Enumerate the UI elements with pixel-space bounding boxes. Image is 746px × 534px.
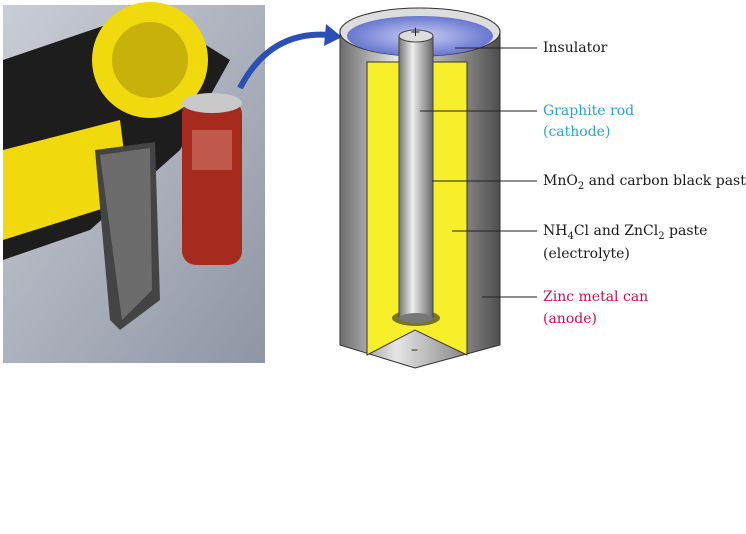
text: Cl and ZnCl [573, 223, 659, 239]
label-electrolyte: (electrolyte) [543, 246, 630, 262]
plus-terminal-sign: + [410, 25, 421, 40]
text: NH [543, 223, 568, 239]
label-graphite-rod: Graphite rod [543, 103, 635, 119]
text: MnO [543, 173, 578, 189]
label-cathode: (cathode) [543, 124, 611, 140]
label-insulator: Insulator [543, 40, 608, 56]
minus-terminal-sign: – [411, 342, 418, 358]
label-zinc-can: Zinc metal can [543, 289, 649, 305]
label-electrolyte-paste: NH4Cl and ZnCl2 paste [543, 221, 707, 247]
dry-cell [339, 7, 537, 369]
subscript: 2 [658, 230, 665, 242]
text: paste [664, 223, 708, 239]
arrow-icon [237, 31, 331, 90]
arrow-head [324, 24, 342, 46]
text: and carbon black paste [584, 173, 746, 189]
label-mno2-paste: MnO2 and carbon black paste [543, 171, 746, 197]
flashlight-battery-photo [3, 2, 265, 363]
subscript: 4 [567, 230, 574, 242]
subscript: 2 [577, 180, 585, 192]
label-anode: (anode) [543, 311, 597, 327]
